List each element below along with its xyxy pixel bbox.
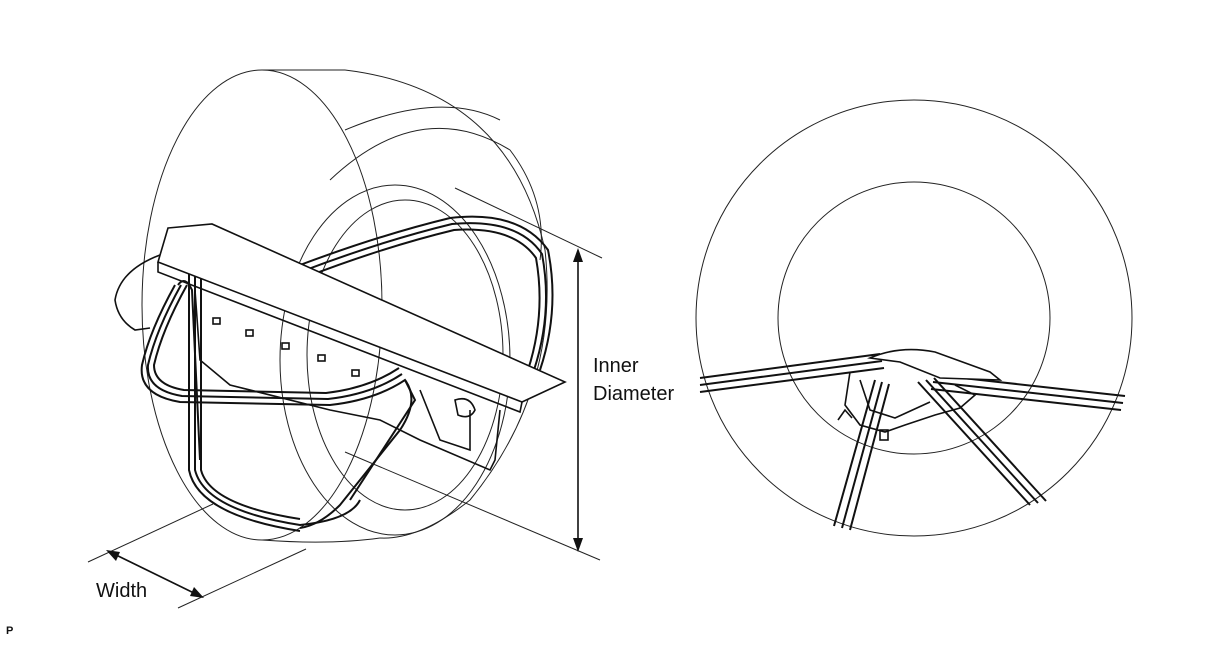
width-extension-left	[87, 503, 214, 563]
tire-front-view	[695, 99, 1133, 537]
jack-top-plate	[867, 348, 1003, 381]
front-rope-vertical	[177, 280, 201, 461]
rope-down-left-2	[841, 381, 883, 529]
band-bottom-2	[200, 240, 301, 520]
band-bottom-1	[194, 240, 361, 527]
rope-down-right-1	[917, 381, 1031, 506]
width-arrowhead-right	[190, 587, 204, 598]
jack-body	[194, 289, 501, 472]
jack-bracket	[419, 389, 471, 452]
band-top-3	[305, 228, 541, 371]
rope-right-2	[932, 381, 1124, 404]
rope-down-left-1	[833, 379, 876, 527]
plate-hole-5	[351, 369, 360, 377]
inner-diameter-label-line2: Diameter	[593, 383, 675, 405]
rope-right-3	[930, 388, 1122, 411]
plate-hole-4	[317, 354, 326, 362]
width-extension-right	[177, 548, 307, 609]
inner-diameter-label-line1: Inner	[593, 355, 639, 377]
tread-arc-1	[329, 127, 542, 261]
jack-foot	[879, 429, 889, 441]
width-dimension	[87, 503, 307, 609]
figure-code: P	[6, 625, 14, 637]
jack-lever	[114, 254, 161, 331]
jack-plate-edge	[157, 262, 523, 414]
width-label: Width	[96, 580, 148, 602]
rope-down-left-3	[849, 383, 890, 531]
rope-down-right-2	[925, 379, 1039, 504]
rope-left-3	[699, 367, 885, 393]
inner-diameter-extension-top	[454, 187, 603, 259]
jack-center-detail	[859, 379, 931, 419]
width-arrowhead-left	[106, 550, 120, 561]
tread-arc-2	[344, 106, 501, 131]
inner-diameter-extension-bottom	[344, 451, 601, 561]
inner-diameter-arrowhead-bottom	[573, 538, 583, 552]
jack-center-body	[844, 371, 977, 433]
front-rope-3	[152, 284, 400, 395]
front-rope-1	[140, 284, 413, 529]
band-top-1	[299, 215, 554, 371]
jack-bolt	[454, 397, 476, 418]
jack-side-tab	[837, 408, 853, 421]
tire-side-view	[114, 69, 567, 543]
inner-diameter-dimension	[344, 187, 603, 561]
front-rope-diag	[349, 379, 417, 501]
plate-hole-3	[281, 342, 290, 350]
width-arrow-line	[109, 551, 201, 597]
plate-hole-1	[212, 317, 221, 325]
front-rope-2	[146, 284, 403, 401]
tire-bottom-edge	[261, 537, 381, 543]
jack-plate	[157, 223, 567, 403]
rope-down-right-3	[933, 377, 1047, 502]
rope-left-2	[699, 360, 883, 386]
tire-inner-circle	[777, 181, 1051, 455]
rope-left-1	[699, 353, 881, 379]
band-top-2	[302, 222, 548, 371]
tire-outer-circle	[695, 99, 1133, 537]
plate-hole-2	[245, 329, 254, 337]
band-bottom-3	[188, 245, 301, 532]
inner-diameter-arrowhead-top	[573, 248, 583, 262]
